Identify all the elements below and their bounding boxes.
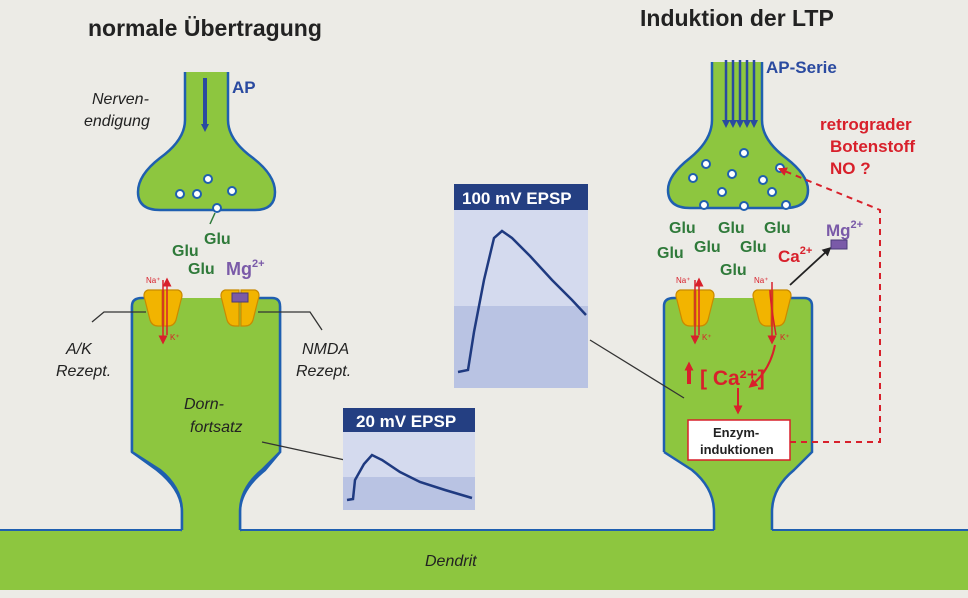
retro-label-1: retrograder xyxy=(820,115,912,134)
glu-label: Glu xyxy=(764,220,791,237)
nmda-label-1: NMDA xyxy=(302,341,349,358)
ak-label-1: A/K xyxy=(65,341,93,358)
epsp-small-leader xyxy=(261,441,355,463)
k-label: K⁺ xyxy=(702,333,712,342)
dorn-label-1: Dorn- xyxy=(184,396,224,413)
retro-label-3: NO ? xyxy=(830,159,871,178)
right-vesicles xyxy=(688,148,791,211)
enzyme-label-2: induktionen xyxy=(700,442,774,457)
enzyme-label-1: Enzym- xyxy=(713,425,759,440)
glu-label: Glu xyxy=(720,262,747,279)
glu-label: Glu xyxy=(657,245,684,262)
glu-label: Glu xyxy=(718,220,745,237)
right-ak-receptor xyxy=(675,277,715,345)
dorn-label-2: fortsatz xyxy=(190,419,242,436)
mg-free-label: Mg2+ xyxy=(826,219,863,240)
ap-series-arrows xyxy=(722,60,758,128)
retrograde-path xyxy=(777,167,881,443)
glu-label: Glu xyxy=(172,243,199,260)
right-nmda-receptor xyxy=(748,282,792,388)
epsp-large-panel xyxy=(454,184,588,388)
ak-label-2: Rezept. xyxy=(56,363,111,380)
mg-expel-arrow xyxy=(789,246,832,286)
nmda-leader xyxy=(258,311,323,331)
glu-label: Glu xyxy=(204,231,231,248)
ap-label: AP xyxy=(232,78,256,97)
na-label: Na⁺ xyxy=(754,276,768,285)
nerve-label-2: endigung xyxy=(84,113,150,130)
left-ak-receptor xyxy=(143,277,183,345)
epsp-small-panel xyxy=(343,408,475,510)
glu-label: Glu xyxy=(694,239,721,256)
right-title: Induktion der LTP xyxy=(640,5,834,31)
ak-leader xyxy=(91,311,146,323)
mg-block-free xyxy=(830,239,848,250)
glu-label: Glu xyxy=(669,220,696,237)
k-label: K⁺ xyxy=(170,333,180,342)
retro-label-2: Botenstoff xyxy=(830,137,915,156)
k-label: K⁺ xyxy=(780,333,790,342)
ca-increase-label: [ Ca²⁺] xyxy=(700,367,765,390)
mg-label: Mg2+ xyxy=(226,258,265,279)
epsp-small-title: 20 mV EPSP xyxy=(356,412,456,431)
left-nerve-terminal xyxy=(138,72,275,210)
epsp-large-title: 100 mV EPSP xyxy=(462,189,572,208)
epsp-large-leader xyxy=(589,339,685,399)
dendrit-label: Dendrit xyxy=(425,553,477,570)
dendrite xyxy=(0,530,968,590)
na-label: Na⁺ xyxy=(146,276,160,285)
ca-label: Ca2+ xyxy=(778,245,812,266)
right-spine xyxy=(664,298,812,532)
left-vesicles xyxy=(175,174,237,213)
glu-label: Glu xyxy=(740,239,767,256)
right-nerve-terminal xyxy=(668,62,808,208)
left-title: normale Übertragung xyxy=(88,15,322,41)
glu-label: Glu xyxy=(188,261,215,278)
left-nmda-receptor xyxy=(220,289,260,327)
nerve-label-1: Nerven- xyxy=(92,91,149,108)
ap-series-label: AP-Serie xyxy=(766,58,837,77)
na-label: Na⁺ xyxy=(676,276,690,285)
nmda-label-2: Rezept. xyxy=(296,363,351,380)
enzyme-box xyxy=(687,419,791,461)
